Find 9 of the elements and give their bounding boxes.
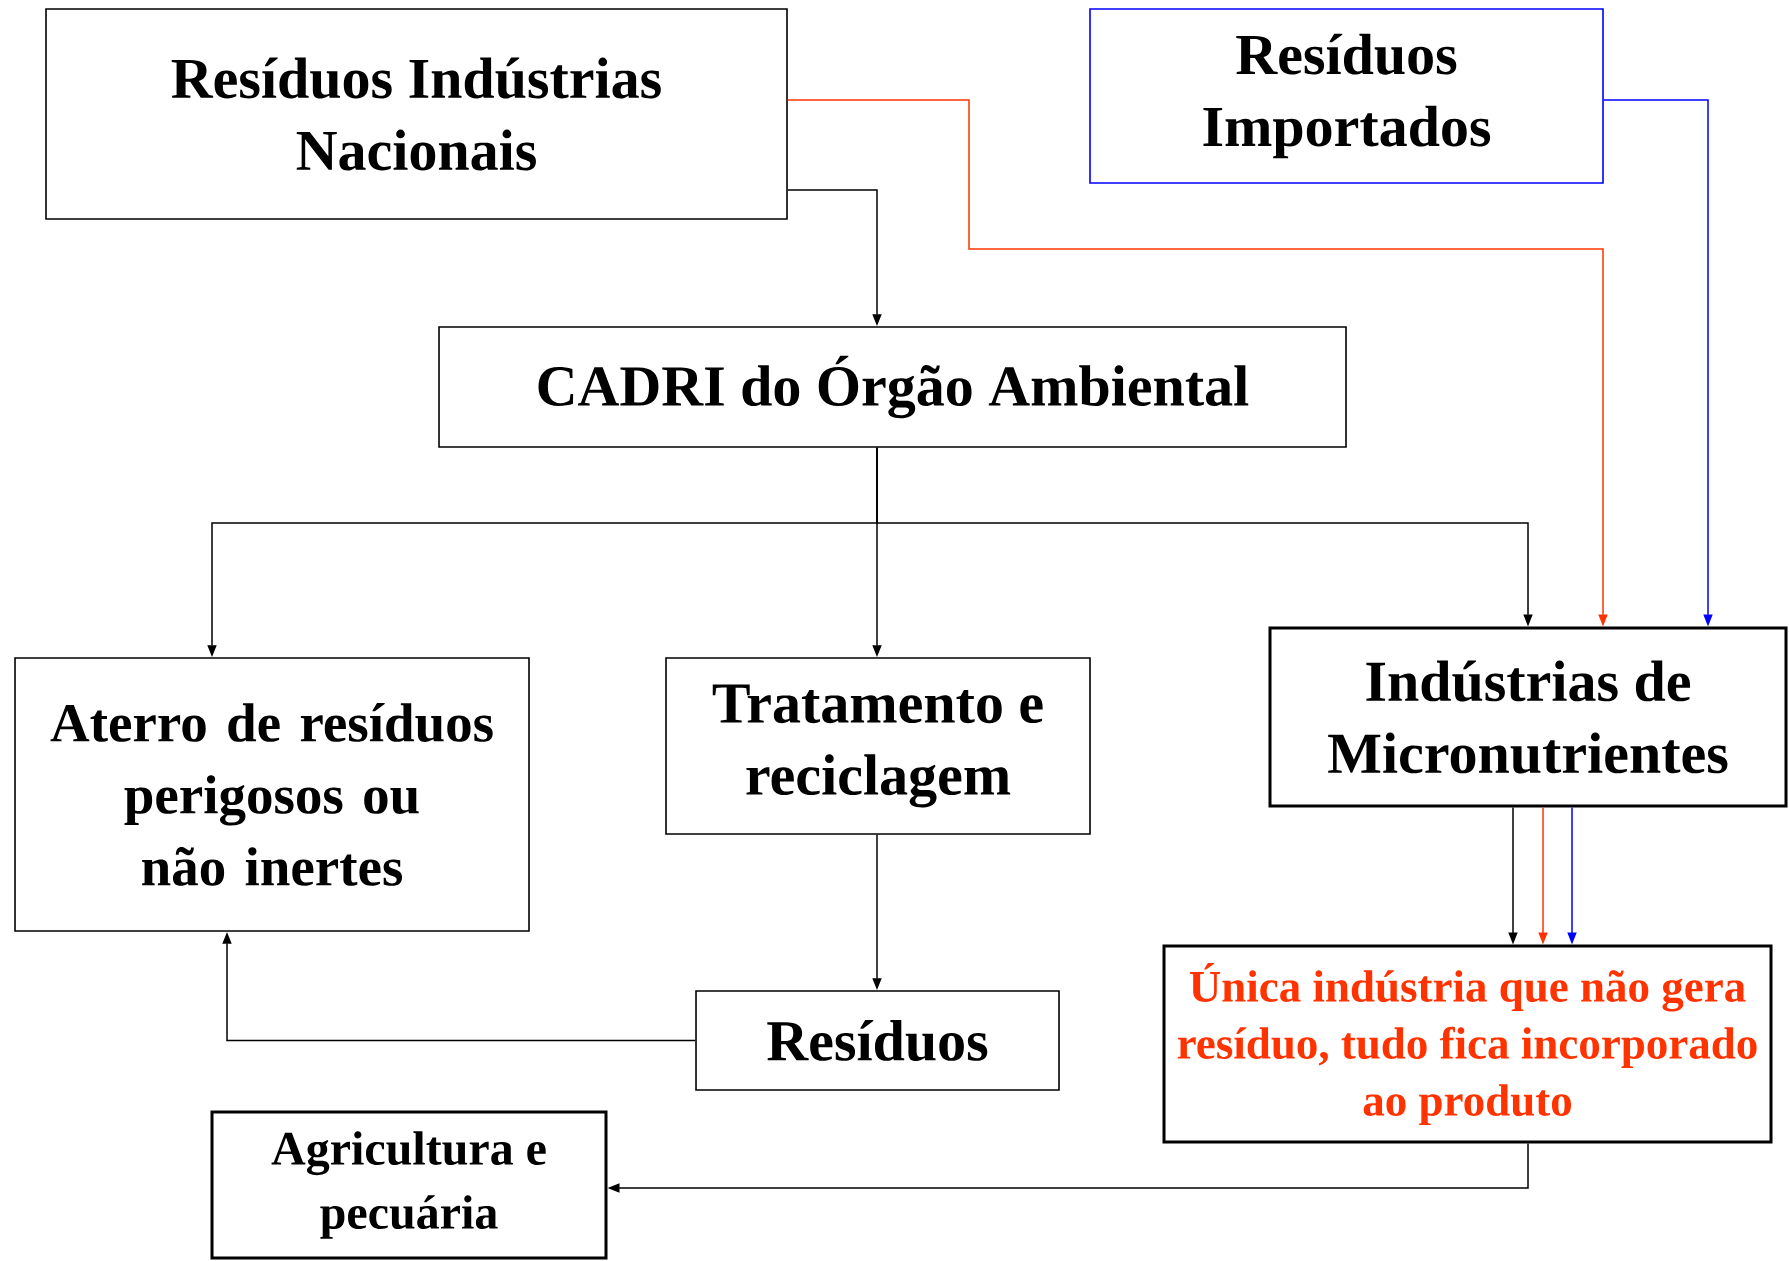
process-box: Resíduos (695, 990, 1060, 1091)
process-box: Resíduos Indústrias Nacionais (45, 8, 788, 220)
process-box: Resíduos Importados (1089, 8, 1604, 184)
process-box: Indústrias de Micronutrientes (1268, 626, 1788, 808)
process-box: Agricultura e pecuária (210, 1110, 608, 1260)
process-box: Única indústria que não gera resíduo, tudo fica incorporado ao produto (1162, 944, 1773, 1144)
process-box: Aterro de resíduos perigosos ou não inertes (14, 657, 530, 932)
process-box: Tratamento e reciclagem (665, 657, 1091, 835)
process-box: CADRI do Órgão Ambiental (438, 326, 1347, 448)
